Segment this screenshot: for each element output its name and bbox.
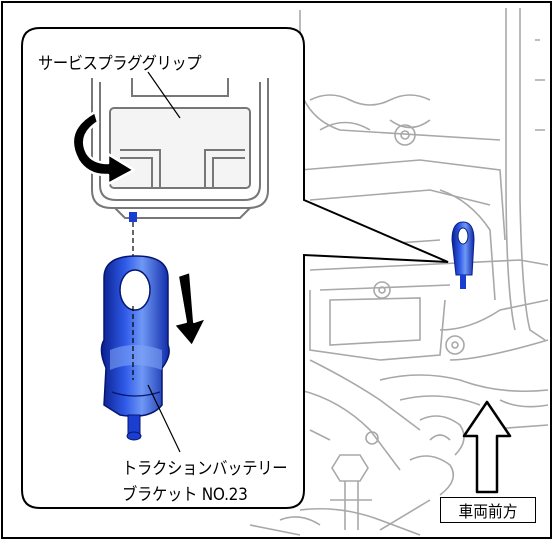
traction-battery-bracket <box>100 255 170 441</box>
grip-leader-line <box>147 71 181 119</box>
bracket-label-line1: トラクションバッテリー <box>122 459 288 479</box>
vehicle-front-box: 車両前方 <box>440 497 536 523</box>
curved-rotate-arrow-icon <box>71 110 136 186</box>
down-arrow-icon <box>173 271 207 347</box>
service-plug-grip <box>91 78 269 219</box>
vehicle-front-label: 車両前方 <box>458 502 518 521</box>
chassis-lines <box>249 8 549 536</box>
bracket-label-line2: ブラケット NO.23 <box>122 485 248 505</box>
up-arrow-icon <box>462 400 512 494</box>
bracket-leader-line <box>147 384 181 453</box>
grip-blue-pin <box>129 212 137 222</box>
service-plug-grip-label: サービスプラググリップ <box>38 54 202 74</box>
small-bracket-in-vehicle <box>451 221 475 289</box>
